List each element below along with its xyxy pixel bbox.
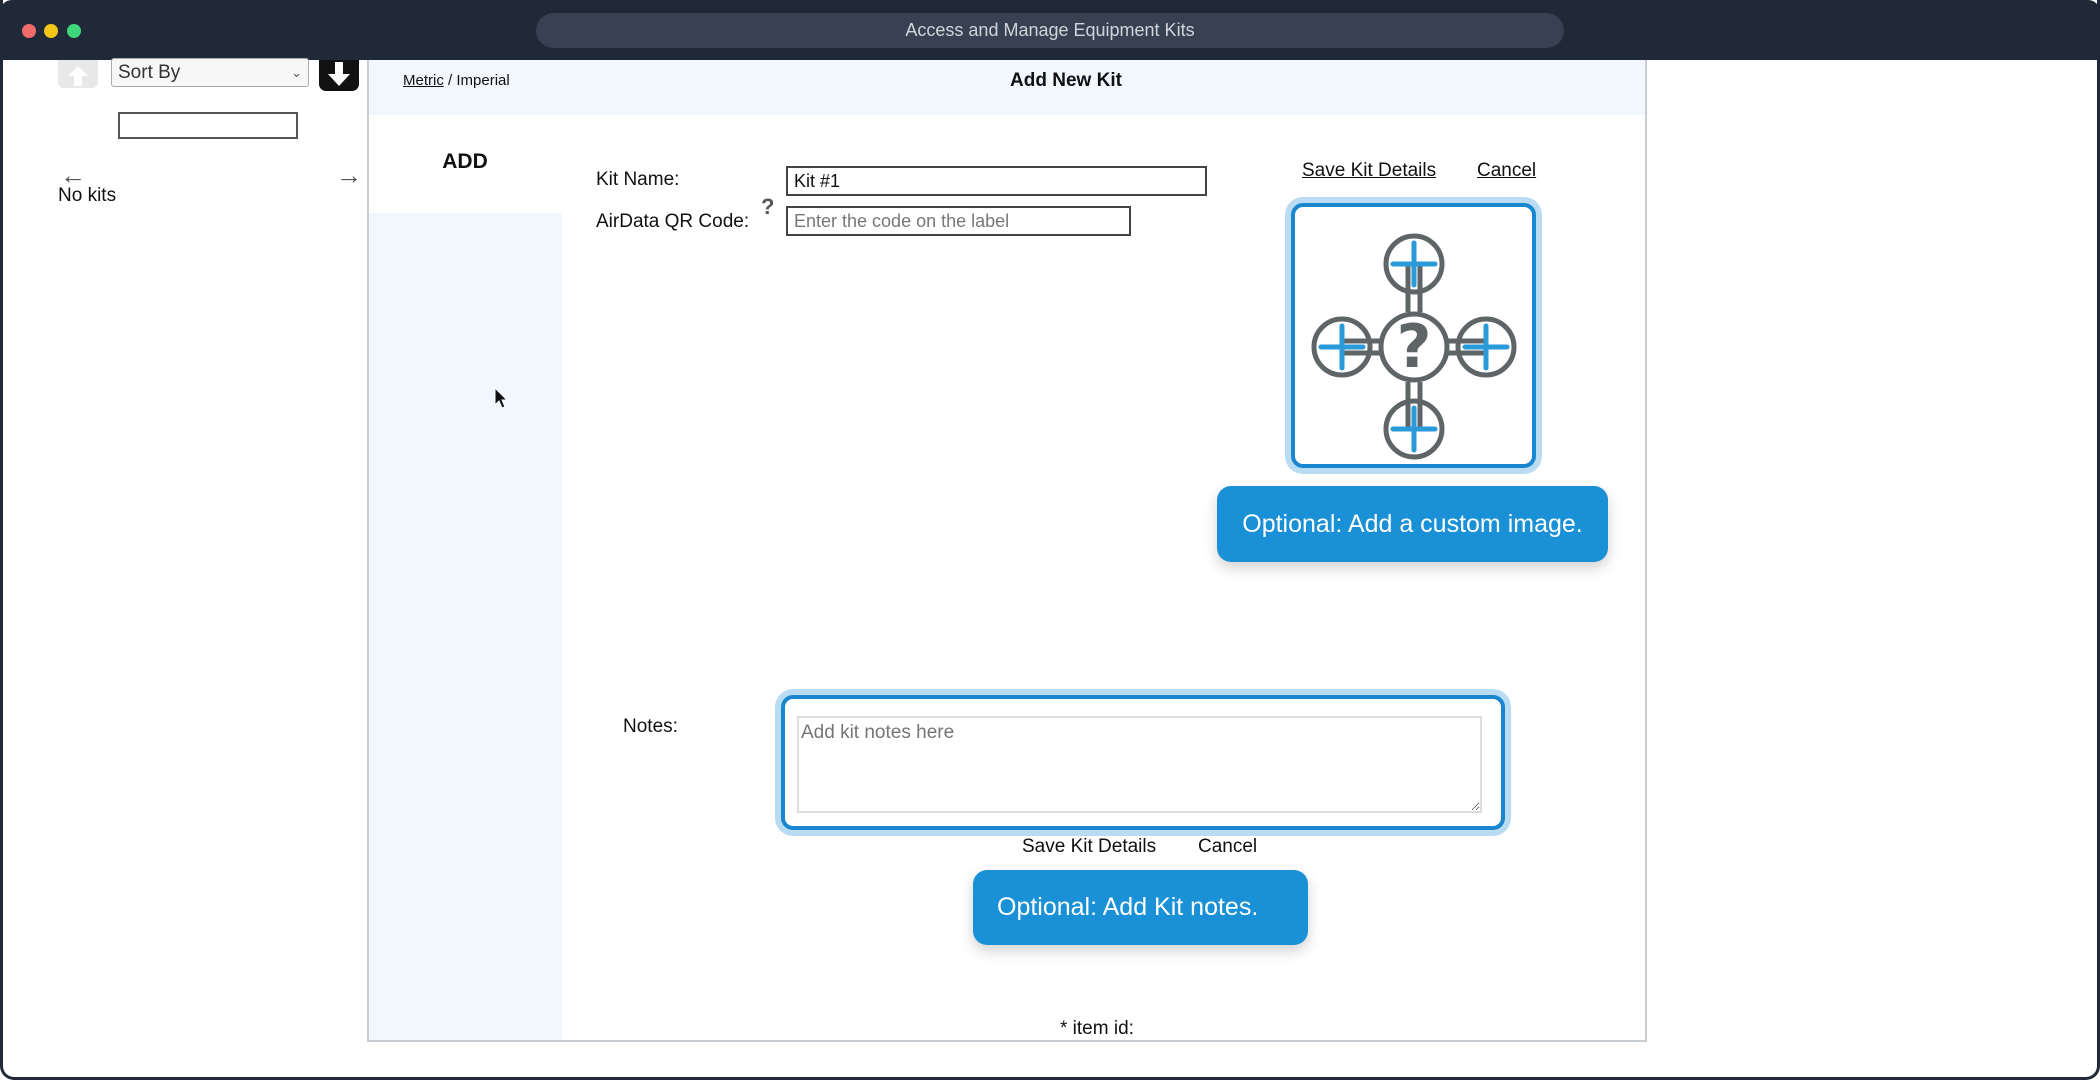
- mouse-cursor-icon: [494, 387, 509, 409]
- notes-tooltip: Optional: Add Kit notes.: [973, 870, 1308, 945]
- item-id-label: * item id:: [1060, 1018, 1134, 1039]
- arrow-right-icon[interactable]: →: [336, 160, 362, 190]
- image-tooltip-text: Optional: Add a custom image.: [1242, 510, 1583, 538]
- sort-by-value: Sort By: [118, 62, 181, 83]
- kit-name-label: Kit Name:: [596, 169, 680, 190]
- unit-separator: /: [443, 72, 457, 89]
- arrow-left-icon[interactable]: ←: [60, 160, 86, 190]
- arrow-up-icon: [68, 66, 88, 86]
- qr-code-label: AirData QR Code:: [596, 211, 750, 232]
- svg-text:?: ?: [1397, 312, 1432, 382]
- panel-header: [369, 60, 1645, 115]
- notes-tooltip-text: Optional: Add Kit notes.: [997, 893, 1259, 921]
- arrow-down-icon: [328, 62, 350, 86]
- panel-left-column: [369, 213, 562, 1040]
- minimize-window-button[interactable]: [44, 24, 58, 38]
- window-title: Access and Manage Equipment Kits: [536, 13, 1564, 48]
- notes-textarea[interactable]: [797, 716, 1482, 813]
- metric-link[interactable]: Metric: [403, 72, 444, 89]
- close-window-button[interactable]: [22, 24, 36, 38]
- kit-image-upload[interactable]: ?: [1291, 203, 1536, 468]
- empty-kits-text: No kits: [58, 185, 117, 206]
- qr-code-input[interactable]: Enter the code on the label: [786, 206, 1131, 236]
- unit-toggle: Metric / Imperial: [403, 72, 510, 89]
- drone-placeholder-icon: ?: [1311, 233, 1517, 460]
- save-kit-details-button-bottom[interactable]: Save Kit Details: [1022, 836, 1157, 857]
- kit-name-input[interactable]: Kit #1: [786, 166, 1207, 196]
- sort-ascending-button[interactable]: [58, 60, 98, 88]
- tab-add[interactable]: ADD: [442, 150, 488, 173]
- chevron-down-icon: ⌄: [291, 65, 302, 80]
- imperial-link[interactable]: Imperial: [456, 72, 510, 89]
- help-icon[interactable]: ?: [761, 194, 775, 219]
- kit-search-input[interactable]: [118, 112, 298, 139]
- sort-descending-button[interactable]: [319, 60, 359, 91]
- title-bar: Access and Manage Equipment Kits: [0, 0, 2100, 60]
- image-tooltip: Optional: Add a custom image.: [1217, 486, 1608, 562]
- page-title: Add New Kit: [1010, 70, 1122, 91]
- maximize-window-button[interactable]: [67, 24, 81, 38]
- notes-label: Notes:: [623, 716, 678, 737]
- save-kit-details-button[interactable]: Save Kit Details: [1302, 160, 1437, 181]
- cancel-button-bottom[interactable]: Cancel: [1198, 836, 1258, 857]
- cancel-button[interactable]: Cancel: [1477, 160, 1537, 181]
- sort-by-select[interactable]: Sort By ⌄: [111, 58, 309, 87]
